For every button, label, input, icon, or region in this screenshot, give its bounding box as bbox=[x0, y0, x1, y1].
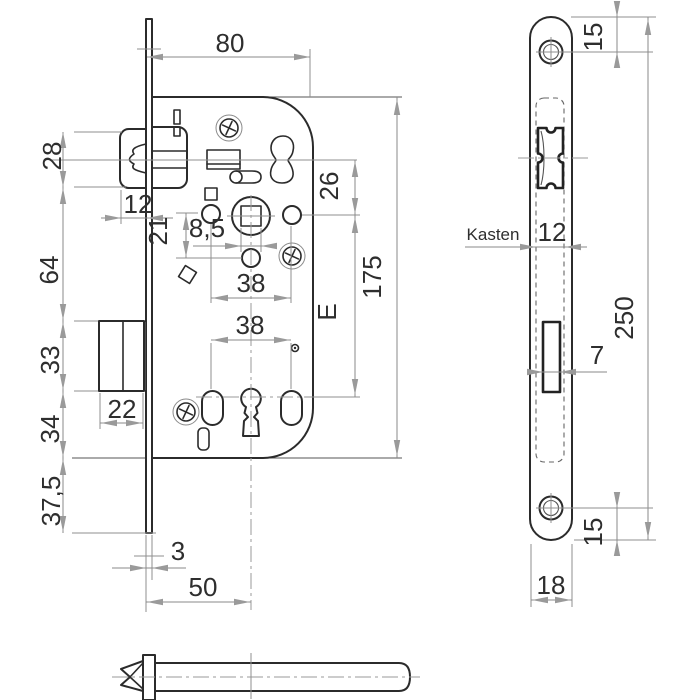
dim-backset: 50 bbox=[146, 572, 251, 606]
dim-label-7: 7 bbox=[590, 340, 604, 370]
dim-bolt-height: 33 bbox=[35, 320, 98, 392]
latch-tail-block bbox=[151, 126, 188, 189]
screw-top bbox=[215, 114, 243, 142]
small-slot bbox=[197, 427, 210, 451]
dim-label-50: 50 bbox=[189, 572, 218, 602]
dim-label-21: 21 bbox=[143, 217, 173, 246]
lock-case-outline bbox=[151, 96, 314, 459]
screw-middle bbox=[278, 242, 306, 270]
dim-label-12-face: 12 bbox=[538, 217, 567, 247]
faceplate-screw-top bbox=[536, 37, 566, 67]
oval-hole-left bbox=[201, 390, 224, 426]
dim-top-hole-spacing: 38 bbox=[210, 224, 292, 303]
latch-cutout bbox=[536, 126, 565, 190]
label-kasten: Kasten bbox=[467, 225, 520, 244]
dim-bottom-hole-spacing: 38 bbox=[210, 310, 292, 389]
hole-left bbox=[201, 204, 221, 224]
dim-latch-height: 28 bbox=[37, 131, 126, 188]
dim-latch-protrusion: 12 bbox=[101, 189, 173, 224]
spring-pin bbox=[173, 109, 181, 125]
dim-label-28: 28 bbox=[37, 142, 67, 171]
faceplate-screw-bottom bbox=[536, 493, 566, 523]
dim-label-250: 250 bbox=[609, 296, 639, 339]
oval-hole-right bbox=[280, 390, 303, 426]
faceplate-front-view bbox=[518, 16, 588, 541]
dim-bolt-width: 22 bbox=[99, 393, 144, 429]
dim-distance-E: E bbox=[312, 215, 359, 397]
latch-bolt-section-view bbox=[112, 653, 420, 700]
dim-label-38-top: 38 bbox=[237, 268, 266, 298]
lock-body-front-view bbox=[52, 18, 402, 610]
dim-label-38-bottom: 38 bbox=[236, 310, 265, 340]
dim-body-depth: 80 bbox=[137, 28, 311, 97]
dim-label-37-5: 37,5 bbox=[36, 476, 66, 527]
screw-bottom bbox=[172, 398, 200, 426]
dim-label-175: 175 bbox=[357, 255, 387, 298]
tilted-square-part bbox=[177, 264, 198, 285]
dim-label-34: 34 bbox=[35, 415, 65, 444]
dim-plate-overhang: 37,5 bbox=[36, 458, 156, 534]
dim-label-15-bottom: 15 bbox=[578, 518, 608, 547]
dim-bolt-to-edge: 34 bbox=[35, 391, 67, 458]
dim-label-26: 26 bbox=[314, 172, 344, 201]
dim-screw-offset-top: 15 bbox=[564, 1, 656, 68]
faceplate-dimensions: 15 250 Kasten 12 7 15 bbox=[465, 1, 656, 607]
latch-bolt-nose bbox=[128, 143, 147, 174]
spring-pin-2 bbox=[173, 126, 181, 137]
dim-bolt-cutout-width: 7 bbox=[527, 340, 607, 376]
dim-plate-thickness: 3 bbox=[112, 535, 186, 612]
front-view-dimensions: 80 28 12 64 33 bbox=[34, 28, 401, 612]
faceplate-outline bbox=[529, 16, 573, 541]
dim-label-E: E bbox=[312, 303, 342, 320]
latch-bolt-head bbox=[119, 128, 147, 189]
dim-label-80: 80 bbox=[216, 28, 245, 58]
spring-cutout bbox=[269, 135, 295, 184]
dim-label-64: 64 bbox=[34, 256, 64, 285]
dim-label-8-5: 8,5 bbox=[189, 213, 225, 243]
latch-bolt-in-cutout bbox=[540, 130, 545, 186]
dim-label-3: 3 bbox=[171, 536, 185, 566]
dim-body-height: 175 bbox=[357, 97, 401, 458]
dim-latch-to-bolt: 64 bbox=[34, 187, 67, 321]
dim-screw-offset-bottom: 15 bbox=[564, 492, 653, 556]
dim-latch-cutout-width: Kasten 12 bbox=[465, 217, 587, 251]
dim-plate-width: 18 bbox=[530, 544, 573, 607]
hole-right bbox=[282, 205, 302, 225]
dim-square-to-hole: 21 bbox=[143, 212, 242, 259]
dim-latch-to-follower: 26 bbox=[314, 160, 359, 215]
dim-label-18: 18 bbox=[537, 570, 566, 600]
dim-label-15-top: 15 bbox=[578, 23, 608, 52]
dim-label-12-front: 12 bbox=[124, 189, 153, 219]
spring-pin-pill bbox=[235, 170, 262, 184]
dim-label-22: 22 bbox=[108, 394, 137, 424]
lock-case-hidden-outline bbox=[535, 97, 565, 463]
dim-plate-length: 250 bbox=[574, 17, 656, 541]
small-square-part bbox=[204, 187, 218, 201]
dead-bolt bbox=[98, 320, 145, 392]
dim-label-33: 33 bbox=[35, 346, 65, 375]
dim-follower-square: 8,5 bbox=[189, 213, 277, 252]
deadbolt-cutout bbox=[541, 320, 562, 394]
